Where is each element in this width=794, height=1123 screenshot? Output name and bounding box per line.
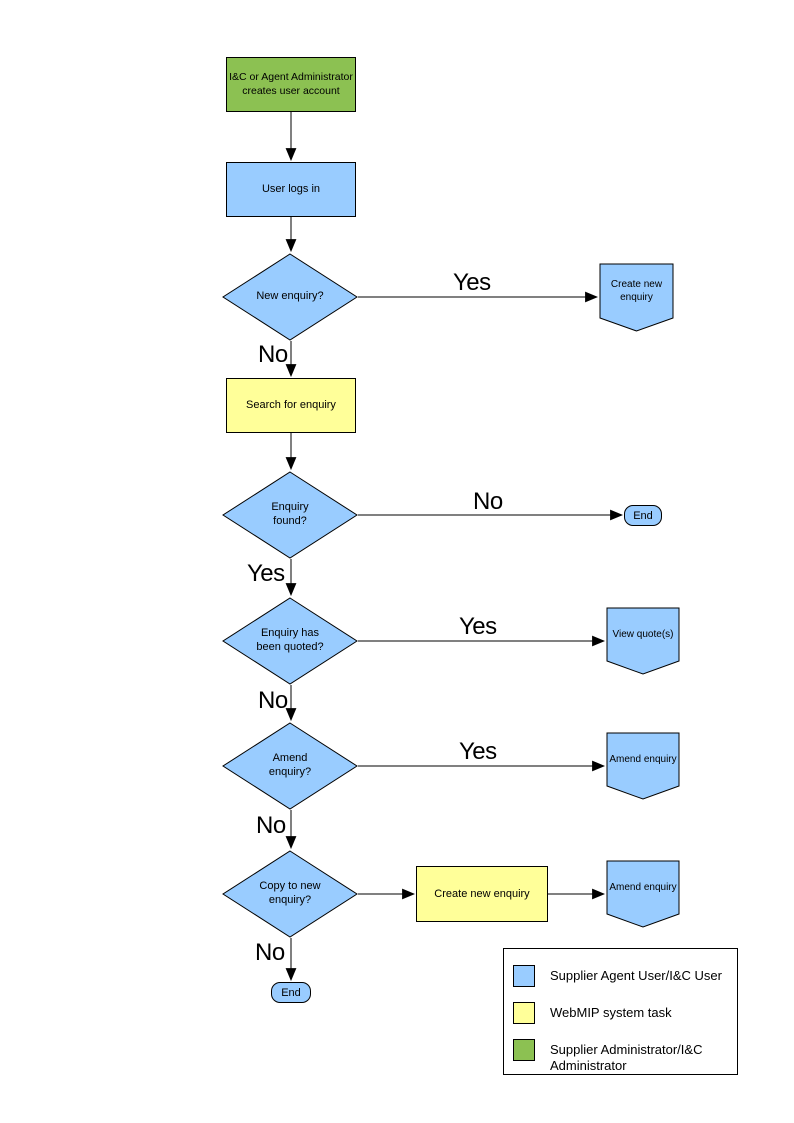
decision-enquiry-quoted: Enquiry has been quoted?: [222, 597, 358, 685]
legend-swatch-user: [513, 965, 535, 987]
legend-swatch-system: [513, 1002, 535, 1024]
node-create-new-enquiry-task-label: Create new enquiry: [434, 887, 530, 900]
decision-enquiry-found: Enquiry found?: [222, 471, 358, 559]
terminal-view-quotes: View quote(s): [606, 607, 680, 675]
label-amend-yes: Yes: [459, 738, 497, 765]
legend-item-user: Supplier Agent User/I&C User: [513, 965, 722, 987]
label-quoted-no: No: [258, 687, 288, 714]
diamond-shape: [222, 471, 358, 559]
pentagon-shape: [606, 607, 680, 675]
label-amend-no: No: [256, 812, 286, 839]
pentagon-shape: [606, 860, 680, 928]
decision-copy-to-new: Copy to new enquiry?: [222, 850, 358, 938]
node-end-2-label: End: [281, 986, 301, 999]
label-enquiry-found-yes: Yes: [247, 560, 285, 587]
legend: Supplier Agent User/I&C User WebMIP syst…: [503, 948, 738, 1075]
label-new-enquiry-yes: Yes: [453, 269, 491, 296]
terminal-view-quotes-label: View quote(s): [612, 628, 674, 640]
terminal-create-new-enquiry: Create new enquiry: [599, 263, 674, 332]
node-end-1: End: [624, 505, 662, 526]
label-enquiry-found-no: No: [473, 488, 503, 515]
decision-new-enquiry: New enquiry?: [222, 253, 358, 341]
node-user-logs-in: User logs in: [226, 162, 356, 217]
decision-enquiry-found-label: Enquiry found?: [271, 501, 309, 527]
legend-item-system: WebMIP system task: [513, 1002, 672, 1024]
diamond-shape: [222, 850, 358, 938]
terminal-amend-enquiry-2: Amend enquiry: [606, 860, 680, 928]
diamond-shape: [222, 722, 358, 810]
decision-new-enquiry-label: New enquiry?: [256, 290, 324, 303]
node-user-logs-in-label: User logs in: [261, 183, 321, 196]
diamond-shape: [222, 597, 358, 685]
decision-amend-enquiry: Amend enquiry?: [222, 722, 358, 810]
decision-copy-to-new-label: Copy to new enquiry?: [259, 880, 321, 906]
node-search-for-enquiry: Search for enquiry: [226, 378, 356, 433]
node-search-for-enquiry-label: Search for enquiry: [246, 399, 336, 412]
node-end-1-label: End: [633, 509, 653, 522]
diamond-shape: [222, 253, 358, 341]
pentagon-shape: [599, 263, 674, 332]
label-new-enquiry-no: No: [258, 341, 288, 368]
node-create-new-enquiry-task: Create new enquiry: [416, 866, 548, 922]
legend-label-system: WebMIP system task: [550, 1005, 672, 1020]
terminal-amend-enquiry-1: Amend enquiry: [606, 732, 680, 800]
terminal-amend-enquiry-1-label: Amend enquiry: [609, 753, 677, 765]
legend-label-admin: Supplier Administrator/I&C Administrator: [550, 1042, 703, 1074]
decision-enquiry-quoted-label: Enquiry has been quoted?: [256, 627, 324, 653]
terminal-amend-enquiry-2-label: Amend enquiry: [609, 881, 677, 893]
decision-amend-enquiry-label: Amend enquiry?: [268, 752, 312, 778]
label-quoted-yes: Yes: [459, 613, 497, 640]
node-admin-creates-account: I&C or Agent Administrator creates user …: [226, 57, 356, 112]
label-copy-no: No: [255, 939, 285, 966]
legend-item-admin: Supplier Administrator/I&C Administrator: [513, 1039, 702, 1075]
node-admin-creates-account-label: I&C or Agent Administrator creates user …: [229, 70, 353, 97]
terminal-create-new-enquiry-label: Create new enquiry: [610, 279, 663, 303]
legend-swatch-admin: [513, 1039, 535, 1061]
node-end-2: End: [271, 982, 311, 1003]
legend-label-user: Supplier Agent User/I&C User: [550, 968, 722, 983]
pentagon-shape: [606, 732, 680, 800]
